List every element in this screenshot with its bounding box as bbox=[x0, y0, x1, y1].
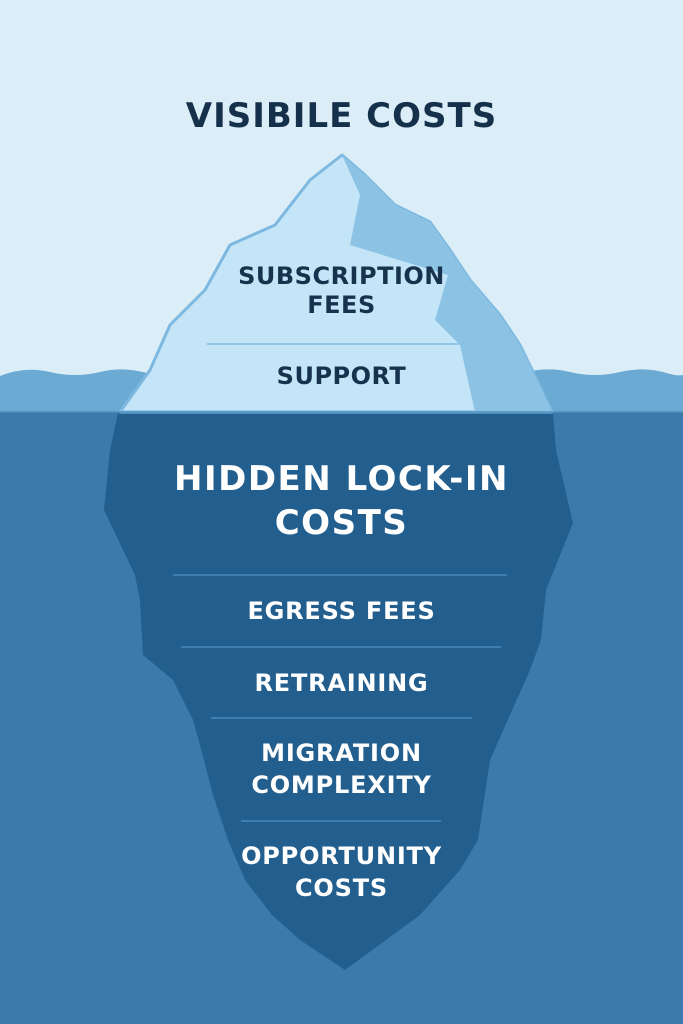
hidden-item-migration-complexity: MIGRATION COMPLEXITY bbox=[0, 737, 683, 802]
item-label-line1: RETRAINING bbox=[254, 669, 429, 697]
visible-item-support: SUPPORT bbox=[0, 362, 683, 391]
item-label-line1: SUBSCRIPTION bbox=[238, 262, 445, 290]
divider bbox=[207, 343, 459, 345]
item-label-line1: EGRESS FEES bbox=[247, 597, 436, 625]
iceberg-shaded-face bbox=[342, 155, 552, 412]
item-label-line1: MIGRATION bbox=[261, 739, 422, 767]
title-line1: HIDDEN LOCK-IN bbox=[174, 459, 509, 499]
hidden-item-egress-fees: EGRESS FEES bbox=[0, 595, 683, 627]
divider bbox=[173, 574, 507, 576]
visible-item-subscription-fees: SUBSCRIPTION FEES bbox=[0, 262, 683, 320]
item-label-line1: OPPORTUNITY bbox=[241, 842, 442, 870]
hidden-item-retraining: RETRAINING bbox=[0, 667, 683, 699]
divider bbox=[181, 646, 501, 648]
hidden-costs-title: HIDDEN LOCK-IN COSTS bbox=[0, 458, 683, 545]
title-line2: COSTS bbox=[274, 502, 409, 543]
item-label-line1: SUPPORT bbox=[276, 362, 407, 390]
water-surface-waves bbox=[0, 369, 150, 412]
hidden-item-opportunity-costs: OPPORTUNITY COSTS bbox=[0, 840, 683, 905]
item-label-line2: COMPLEXITY bbox=[251, 771, 432, 800]
item-label-line2: COSTS bbox=[295, 874, 388, 903]
water-surface-waves-right bbox=[520, 369, 683, 412]
visible-costs-title: VISIBILE COSTS bbox=[185, 96, 498, 136]
item-label-line2: FEES bbox=[307, 290, 376, 319]
divider bbox=[241, 820, 441, 822]
underwater-iceberg bbox=[104, 413, 573, 970]
divider bbox=[211, 717, 472, 719]
